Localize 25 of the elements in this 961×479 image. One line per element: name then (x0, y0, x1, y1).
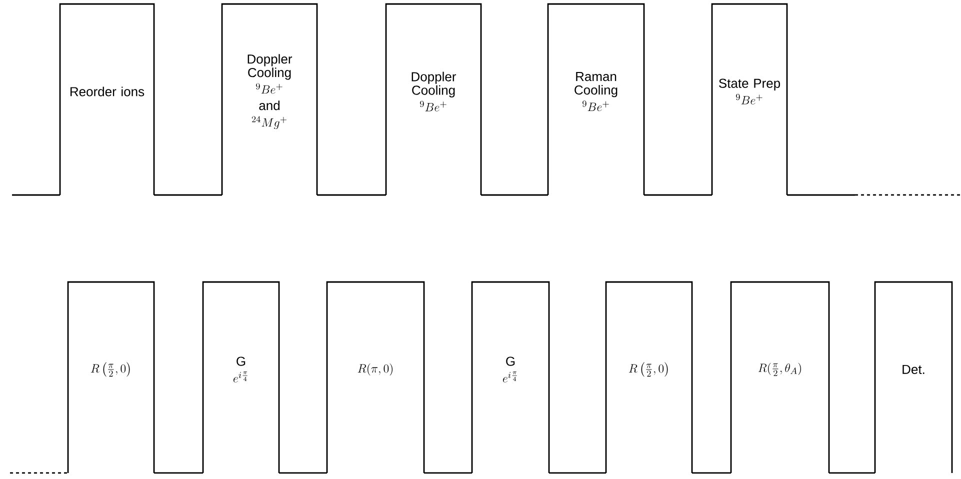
pulse: $R\left(\frac{\pi}{2},0\right)$ (67, 281, 155, 473)
baseline (154, 472, 204, 474)
pulse: State Prep $^{9}Be^{+}$ (711, 3, 788, 195)
pulse: Det. (874, 281, 953, 473)
baseline (10, 472, 68, 474)
baseline (279, 472, 327, 474)
pulse: $R(\frac{\pi}{2},\theta_A)$ (730, 281, 830, 473)
pulse: G $e^{i\frac{\pi}{4}}$ (471, 281, 550, 473)
baseline (317, 194, 386, 196)
pulse: Doppler Cooling $^{9}Be^{+}$ (385, 3, 482, 195)
baseline (549, 472, 606, 474)
baseline (481, 194, 548, 196)
baseline (787, 194, 855, 196)
pulse: $R\left(\frac{\pi}{2},0\right)$ (605, 281, 693, 473)
baseline (12, 194, 60, 196)
baseline (424, 472, 472, 474)
pulse: Doppler Cooling $^{9}Be^{+}$ and $^{24}Mg^{+}$ (221, 3, 318, 195)
pulse: $R(\pi,0)$ (326, 281, 425, 473)
pulse: Raman Cooling $^{9}Be^{+}$ (547, 3, 645, 195)
pulse: G $e^{i\frac{\pi}{4}}$ (202, 281, 280, 473)
baseline (692, 472, 731, 474)
baseline (829, 472, 875, 474)
baseline (644, 194, 712, 196)
pulse: Reorder ions (59, 3, 155, 195)
baseline (154, 194, 222, 196)
